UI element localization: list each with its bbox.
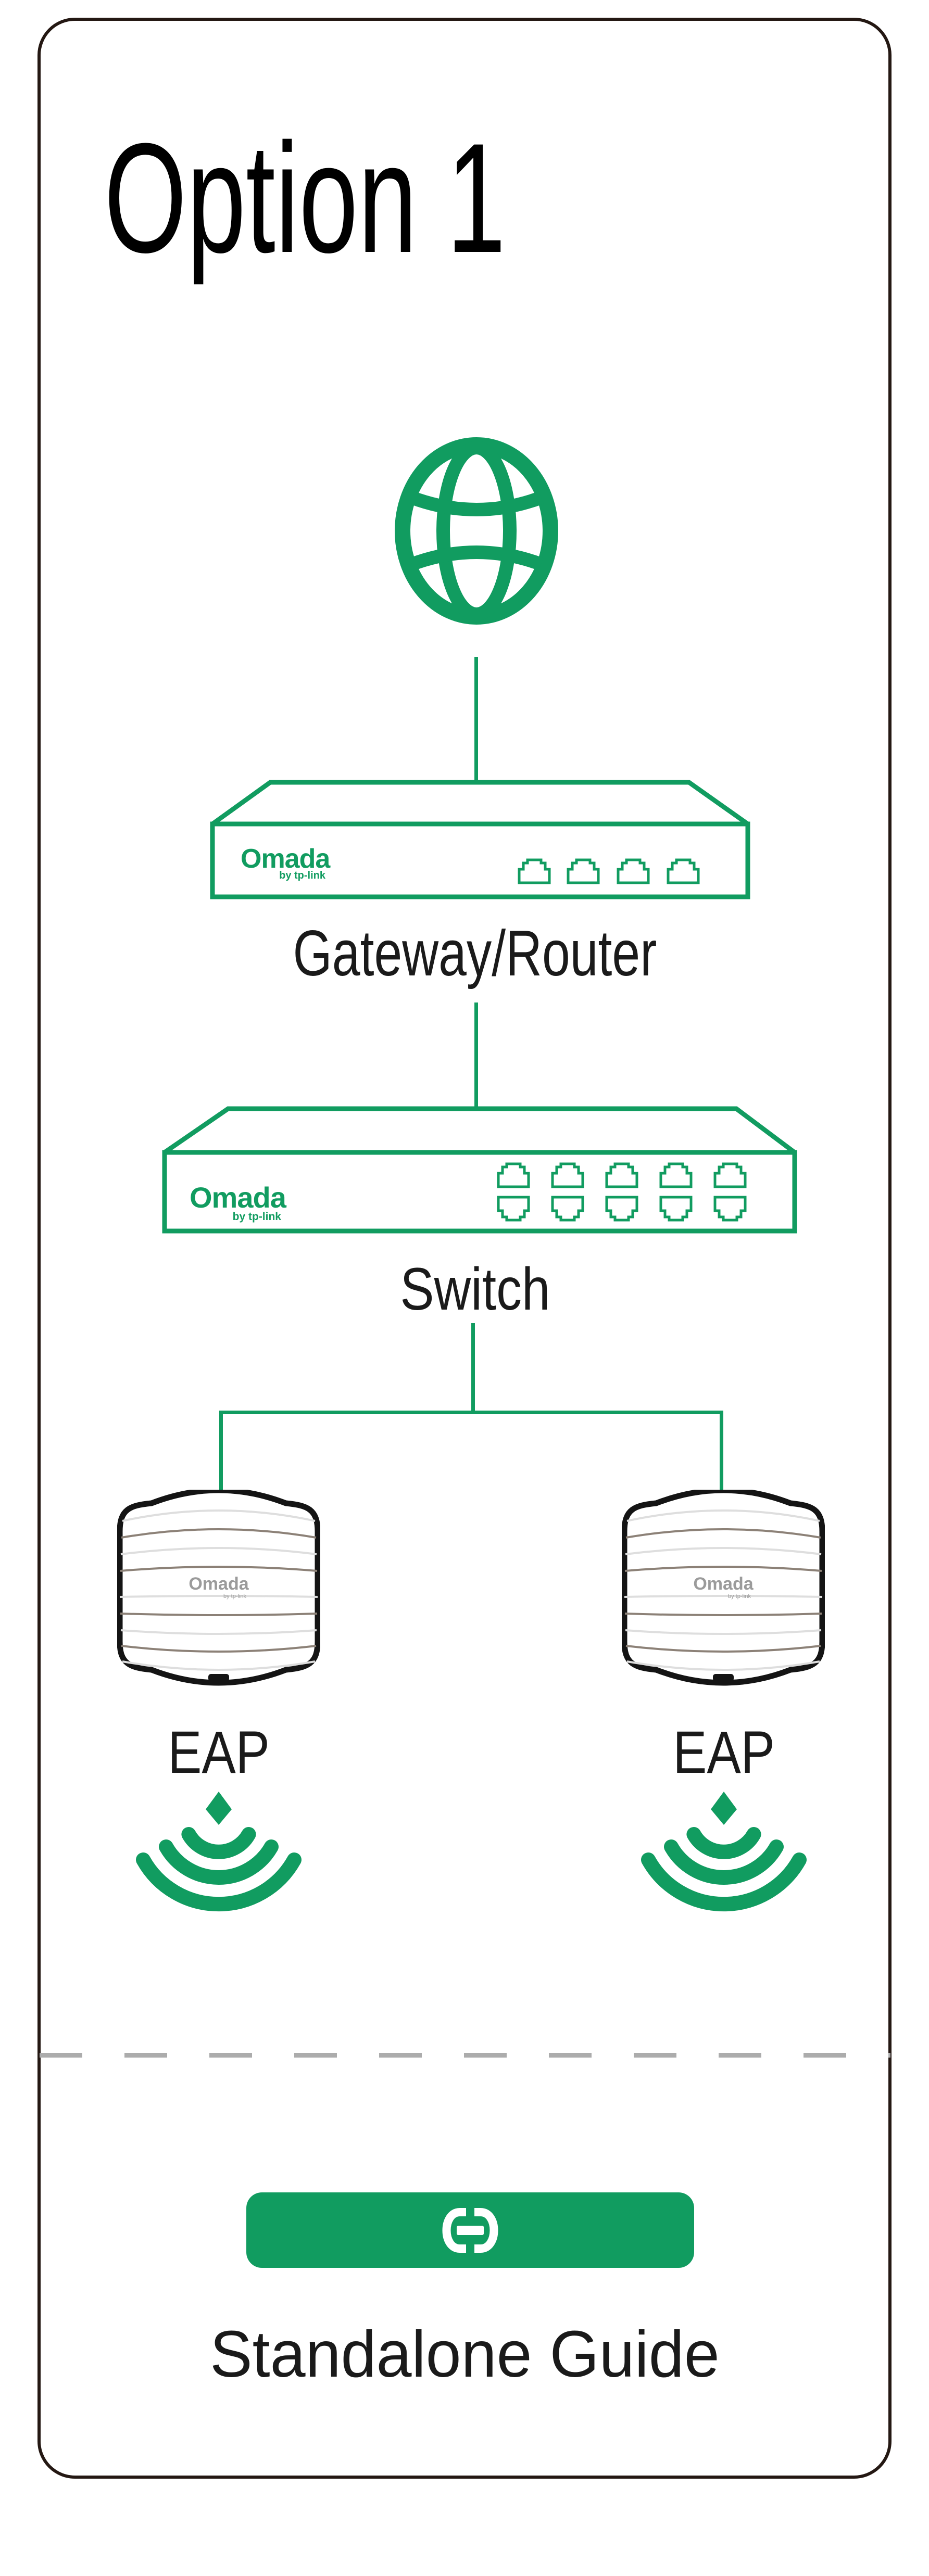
rj45-port-icon [715,1164,745,1187]
rj45-port-icon [498,1197,529,1220]
rj45-port-icon [553,1164,583,1187]
connector-switch-branch [471,1323,475,1413]
rj45-port-icon [607,1197,637,1220]
rj45-port-icon [568,860,598,883]
globe-icon [395,437,558,625]
gateway-brand-tagline: by tp-link [279,870,326,881]
switch-brand-tagline: by tp-link [233,1211,282,1223]
gateway-device: Omada by tp-link [210,780,750,899]
rj45-port-icon [607,1164,637,1187]
switch-brand-text: Omada [190,1181,287,1214]
switch-label: Switch [400,1256,550,1323]
rj45-port-icon [498,1164,529,1187]
connector-gateway-switch [474,1003,478,1108]
eap-label-left: EAP [168,1719,270,1786]
rj45-port-icon [519,860,549,883]
switch-top-face [163,1106,796,1154]
gateway-label: Gateway/Router [293,918,657,989]
rj45-port-icon [661,1197,691,1220]
page-title: Option 1 [104,110,506,285]
eap-label-right: EAP [673,1719,775,1786]
rj45-port-icon [553,1197,583,1220]
branch-horizontal [219,1411,723,1414]
wifi-signal-icon-right [648,1792,799,1904]
wifi-signal-icon-left [143,1792,294,1904]
connector-internet-gateway [474,657,478,784]
switch-front-face [162,1150,797,1234]
standalone-guide-button[interactable] [246,2192,694,2268]
rj45-port-icon [618,860,648,883]
link-icon [442,2207,498,2253]
switch-device: Omada by tp-link [162,1106,797,1234]
eap-device-left [120,1490,318,1683]
gateway-brand-text: Omada [241,844,331,874]
gateway-top-face [211,780,749,826]
eap-device-right [624,1490,822,1683]
option-card [37,18,892,2479]
standalone-guide-label: Standalone Guide [209,2317,720,2391]
rj45-port-icon [668,860,698,883]
branch-drop-right [720,1411,723,1493]
branch-drop-left [219,1411,223,1493]
rj45-port-icon [715,1197,745,1220]
dashed-divider [40,2053,890,2058]
gateway-front-face [210,821,750,899]
rj45-port-icon [661,1164,691,1187]
